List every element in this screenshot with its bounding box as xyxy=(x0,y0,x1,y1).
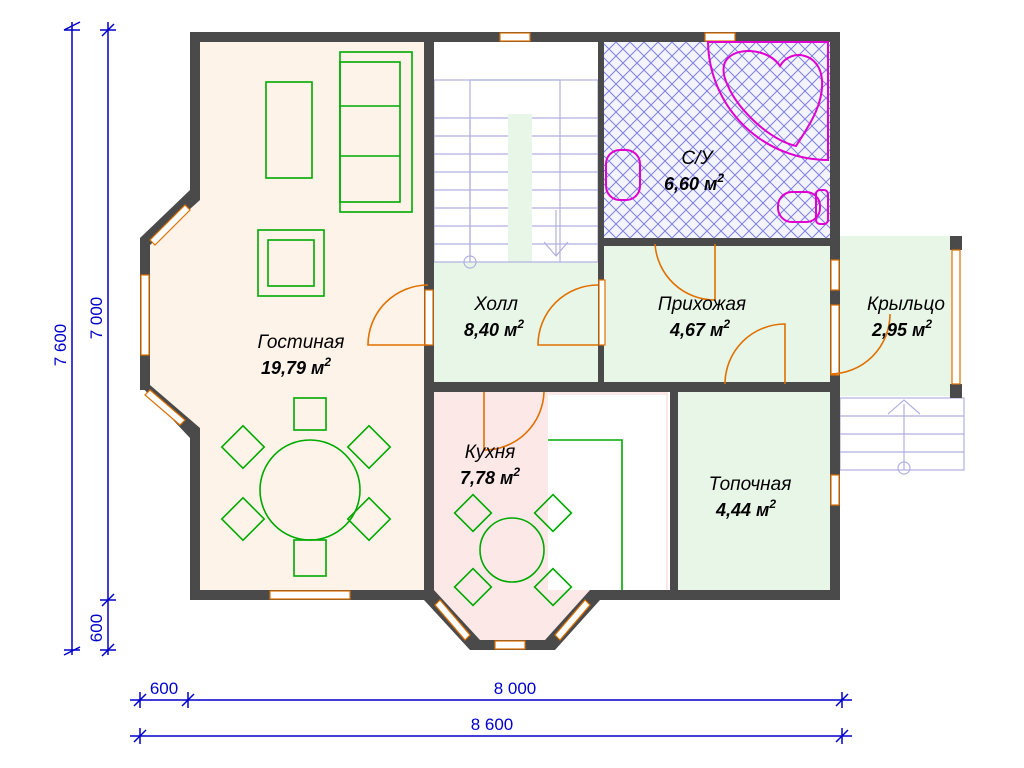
hall-area: 8,40 м2 xyxy=(464,317,524,340)
porch-name: Крыльцо xyxy=(867,294,945,315)
dim-bottom-bay: 600 xyxy=(150,679,178,698)
kitchen-area: 7,78 м2 xyxy=(460,465,520,488)
porch-steps xyxy=(839,397,965,475)
bath-name: С/У xyxy=(681,148,714,169)
porch-fill xyxy=(840,236,960,396)
bath-fill xyxy=(604,42,830,238)
living-room-area: 19,79 м2 xyxy=(261,355,331,378)
bath-fixtures xyxy=(605,41,829,225)
entry-area: 4,67 м2 xyxy=(669,317,730,340)
doors xyxy=(367,243,891,451)
kitchen-name: Кухня xyxy=(465,442,516,463)
hall-name: Холл xyxy=(473,294,518,315)
kitchen-counter-fill xyxy=(548,395,666,590)
hall-lower-fill xyxy=(434,262,598,384)
dim-left-total: 7 600 xyxy=(51,324,70,367)
dimension-lines: 7 600 7 000 600 600 8 000 8 600 xyxy=(51,21,852,744)
room-labels: Гостиная 19,79 м2 Холл 8,40 м2 С/У 6,60 … xyxy=(258,148,945,520)
entry-name: Прихожая xyxy=(658,294,746,315)
room-fills xyxy=(150,42,960,640)
living-room-name: Гостиная xyxy=(258,332,345,353)
windows xyxy=(140,32,961,650)
dim-bottom-main: 8 000 xyxy=(494,679,537,698)
living-room-fill xyxy=(150,42,428,590)
dim-left-main: 7 000 xyxy=(87,297,106,340)
boiler-fill xyxy=(678,392,830,590)
porch-area: 2,95 м2 xyxy=(871,317,932,340)
kitchen-furniture xyxy=(453,439,623,607)
living-furniture xyxy=(220,51,413,577)
stair-landing-fill xyxy=(508,114,532,264)
dim-bottom-total: 8 600 xyxy=(471,715,514,734)
dim-left-bay: 600 xyxy=(87,614,106,642)
bath-area: 6,60 м2 xyxy=(664,171,724,194)
boiler-area: 4,44 м2 xyxy=(715,497,776,520)
entry-fill xyxy=(604,246,830,384)
boiler-name: Топочная xyxy=(709,474,792,495)
